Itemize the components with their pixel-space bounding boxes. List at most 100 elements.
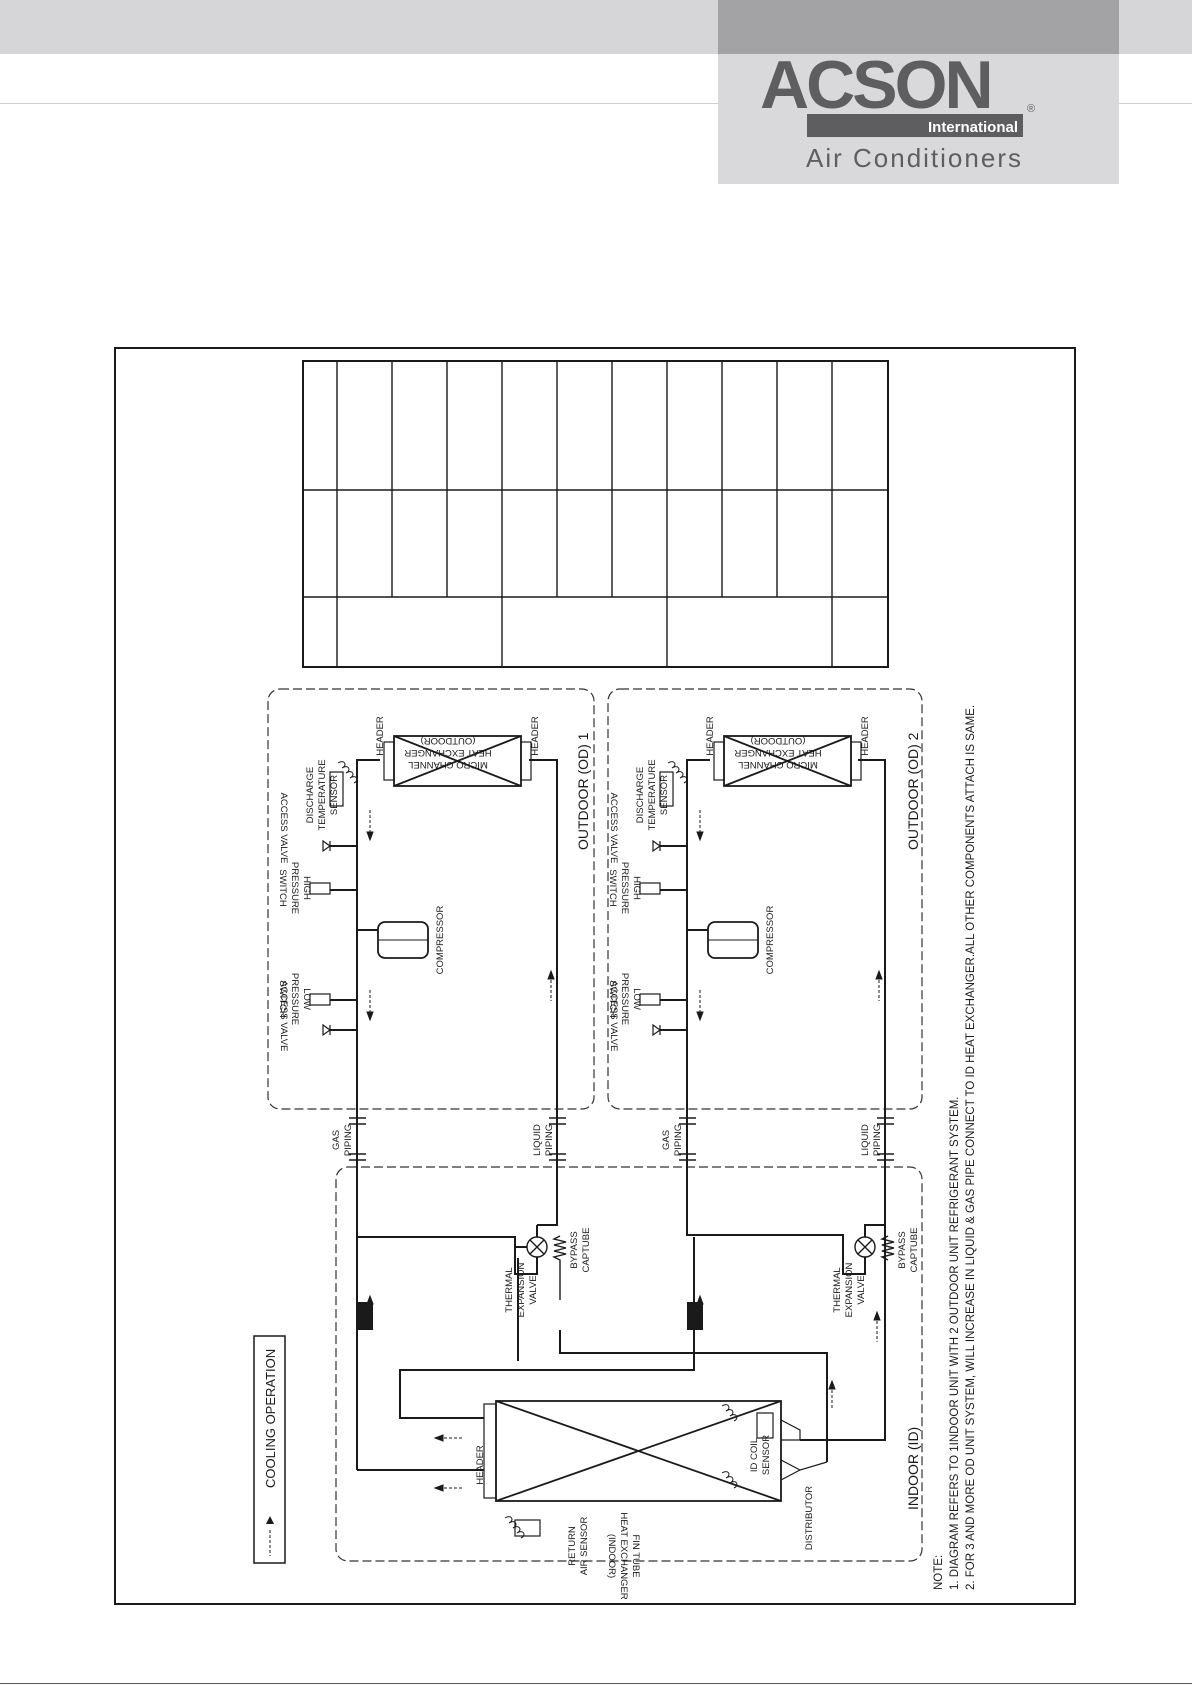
indoor-labels: INDOOR (ID) FIN TUBE HEAT EXCHANGER (IND… [475, 1228, 921, 1600]
od2-header-label-2: HEADER [860, 716, 871, 756]
od1-txv-label-3: VALVE [528, 1275, 539, 1304]
od2-txv-label-3: VALVE [856, 1275, 867, 1304]
od2-access-valve-2: ACCESS VALVE [608, 793, 619, 864]
indoor-header-label: HEADER [475, 1445, 486, 1485]
gas-piping-label-1-b: PIPING [343, 1124, 354, 1156]
od1-lp-label-1: LOW [301, 988, 312, 1010]
indoor-hx-label-1: FIN TUBE [630, 1534, 641, 1577]
od2-bypass-label-1: BYPASS [897, 1231, 908, 1268]
od2-labels: OUTDOOR (OD) 2 ACCESS VALVE ACCESS VALVE… [607, 716, 921, 1051]
od1-bypass-label-2: CAPTUBE [581, 1228, 592, 1273]
od1-hx-label-1: MICRO CHANNEL [408, 759, 488, 770]
od1-ds-label-3: SENSOR [329, 775, 340, 815]
coil-sensor-label-1: ID COIL [749, 1438, 760, 1472]
legend: COOLING OPERATION [253, 1335, 286, 1564]
return-air-sensor [514, 1519, 541, 1537]
liquid-piping-label-2-a: LIQUID [860, 1124, 871, 1156]
od2-hx-label-1: MICRO CHANNEL [738, 759, 818, 770]
note-1: 1. DIAGRAM REFERS TO 1INDOOR UNIT WITH 2… [949, 1097, 961, 1591]
note-heading: NOTE: [933, 1555, 945, 1590]
footer-rule [0, 1683, 1192, 1684]
refrigerant-piping [330, 759, 886, 1471]
od2-hp-label-1: HIGH [631, 876, 642, 900]
od1-header-label-1: HEADER [375, 716, 386, 756]
od1-bypass-label-1: BYPASS [569, 1231, 580, 1268]
od1-hx-label-3: (OUTDOOR) [421, 735, 476, 746]
od1-lp-label-3: SWITCH [277, 980, 288, 1018]
od2-txv-label-2: EXPANSION [844, 1263, 855, 1318]
od1-labels: OUTDOOR (OD) 1 ACCESS VALVE ACCESS VALVE… [277, 716, 591, 1051]
od1-unit-label: OUTDOOR (OD) 1 [575, 732, 591, 850]
indoor-unit-boundary [335, 1166, 923, 1562]
header-rule [0, 103, 1192, 104]
od2-hp-label-3: SWITCH [607, 869, 618, 907]
gas-piping-label-2-a: GAS [661, 1130, 672, 1150]
logo-tagline: Air Conditioners [806, 143, 1023, 173]
return-sensor-label-2: AIR SENSOR [579, 1517, 590, 1576]
liquid-piping-label-1-b: PIPING [544, 1124, 555, 1156]
od1-txv-label-1: THERMAL [504, 1267, 515, 1312]
revision-table [302, 360, 889, 668]
od1-hp-label-2: PRESSURE [289, 862, 300, 914]
outdoor-unit-1-boundary [267, 688, 595, 1110]
liquid-piping-label-2-b: PIPING [872, 1124, 883, 1156]
od2-access-valve-1: ACCESS VALVE [608, 981, 619, 1052]
legend-label: COOLING OPERATION [263, 1349, 278, 1488]
logo-panel-top [718, 0, 1119, 54]
od1-hp-label-1: HIGH [301, 876, 312, 900]
od1-compressor-label: COMPRESSOR [435, 906, 446, 975]
od2-ds-label-2: TEMPERATURE [647, 759, 658, 830]
logo-sub-bar [807, 114, 1023, 137]
od2-txv-label-1: THERMAL [832, 1267, 843, 1312]
indoor-hx-label-3: (INDOOR) [606, 1534, 617, 1578]
od2-hx-label-3: (OUTDOOR) [751, 735, 806, 746]
id-coil-sensor [756, 1412, 774, 1439]
note-2: 2. FOR 3 AND MORE OD UNIT SYSTEM, WILL I… [965, 705, 977, 1590]
od1-ds-label-1: DISCHARGE [305, 767, 316, 823]
od2-lp-label-3: SWITCH [607, 980, 618, 1018]
logo-brand: ACSON [760, 47, 991, 123]
pipe-couplings [349, 1117, 894, 1161]
od1-access-valve-1: ACCESS VALVE [278, 981, 289, 1052]
od2-lp-label-1: LOW [631, 988, 642, 1010]
od1-txv-label-2: EXPANSION [516, 1263, 527, 1318]
od2-heat-exchanger [713, 735, 862, 787]
gas-piping-label-1-a: GAS [331, 1130, 342, 1150]
logo-panel: ACSON ® International Air Conditioners [718, 0, 1119, 184]
liquid-piping-label-1-a: LIQUID [532, 1124, 543, 1156]
expansion-valves [526, 1235, 895, 1300]
od1-heat-exchanger [383, 735, 532, 787]
od2-hp-label-2: PRESSURE [619, 862, 630, 914]
indoor-unit-label: INDOOR (ID) [905, 1427, 921, 1510]
coil-sensor-label-2: SENSOR [761, 1435, 772, 1475]
od1-header-label-2: HEADER [530, 716, 541, 756]
od2-bypass-label-2: CAPTUBE [909, 1228, 920, 1273]
od2-lp-label-2: PRESSURE [619, 973, 630, 1025]
od1-hx-label-2: HEAT EXCHANGER [404, 747, 491, 758]
distributor-label: DISTRIBUTOR [804, 1486, 815, 1550]
flow-arrows [366, 810, 883, 1492]
legend-arrow-icon [266, 1516, 274, 1524]
gas-piping-label-2-b: PIPING [673, 1124, 684, 1156]
od1-lp-label-2: PRESSURE [289, 973, 300, 1025]
od2-unit-label: OUTDOOR (OD) 2 [905, 732, 921, 850]
acson-logo: ACSON ® International Air Conditioners [760, 47, 1035, 173]
od2-ds-label-1: DISCHARGE [635, 767, 646, 823]
od1-ds-label-2: TEMPERATURE [317, 759, 328, 830]
od1-access-valve-2: ACCESS VALVE [278, 793, 289, 864]
od-small-components [309, 771, 674, 1037]
od2-header-label-1: HEADER [705, 716, 716, 756]
outdoor-unit-2-boundary [607, 688, 923, 1110]
od1-filter-drier [357, 1302, 373, 1330]
notes: NOTE: 1. DIAGRAM REFERS TO 1INDOOR UNIT … [933, 705, 977, 1590]
piping-labels: GAS PIPING LIQUID PIPING GAS PIPING LIQU… [331, 1124, 883, 1156]
od2-compressor-label: COMPRESSOR [765, 906, 776, 975]
od2-filter-drier [687, 1302, 703, 1330]
diagram-frame [114, 347, 1076, 1605]
return-sensor-label-1: RETURN [567, 1526, 578, 1566]
indoor-heat-exchanger [483, 1400, 828, 1502]
od1-hp-label-3: SWITCH [277, 869, 288, 907]
od2-ds-label-3: SENSOR [659, 775, 670, 815]
od2-hx-label-2: HEAT EXCHANGER [734, 747, 821, 758]
